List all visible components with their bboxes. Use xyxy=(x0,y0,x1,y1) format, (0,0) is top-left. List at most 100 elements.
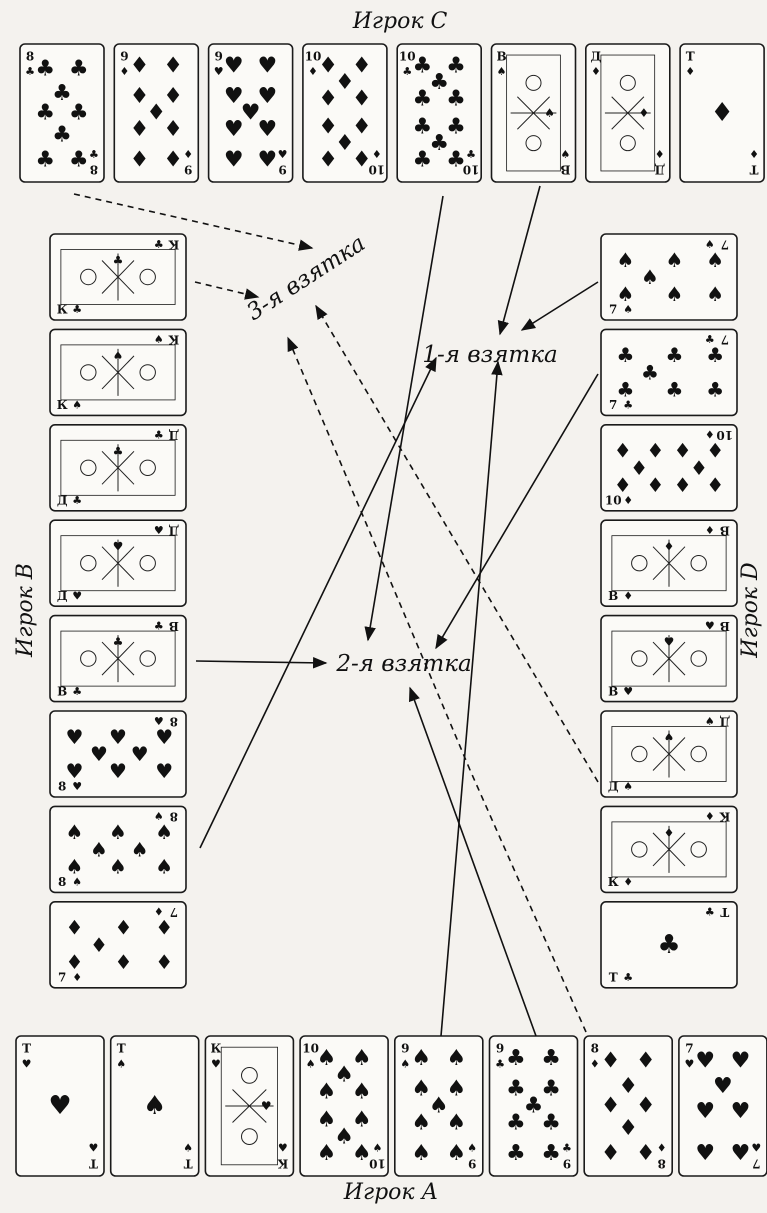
hearts-icon: ♥ xyxy=(214,65,224,78)
clubs-icon: ♣ xyxy=(52,123,72,148)
card-rank-index: 10 xyxy=(369,1156,386,1170)
card-left-2: ДД♣♣♣ xyxy=(50,425,186,511)
clubs-icon: ♣ xyxy=(665,343,683,367)
diamonds-icon: ♦ xyxy=(646,439,664,463)
clubs-icon: ♣ xyxy=(25,65,35,78)
diamonds-icon: ♦ xyxy=(66,916,84,940)
card-left-5: 88♥♥♥♥♥♥♥♥♥♥ xyxy=(50,711,186,797)
clubs-icon: ♣ xyxy=(466,148,476,161)
hearts-icon: ♥ xyxy=(695,1141,715,1166)
card-right-6: КК♦♦♦ xyxy=(601,806,737,892)
clubs-icon: ♣ xyxy=(562,1142,572,1155)
diamonds-icon: ♦ xyxy=(155,950,173,974)
diamonds-icon: ♦ xyxy=(664,540,675,554)
hearts-icon: ♥ xyxy=(113,540,124,554)
diamonds-icon: ♦ xyxy=(614,439,632,463)
clubs-icon: ♣ xyxy=(446,147,466,172)
hearts-icon: ♥ xyxy=(258,54,278,79)
clubs-icon: ♣ xyxy=(657,930,680,960)
card-bottom-7: 77♥♥♥♥♥♥♥♥♥ xyxy=(679,1036,767,1176)
diamonds-icon: ♦ xyxy=(630,456,648,480)
hearts-icon: ♥ xyxy=(258,147,278,172)
hearts-icon: ♥ xyxy=(90,742,108,766)
card-rank-index: 9 xyxy=(468,1156,476,1170)
spades-icon: ♠ xyxy=(72,399,82,412)
spades-icon: ♠ xyxy=(617,282,635,306)
diamonds-icon: ♦ xyxy=(685,65,695,78)
hearts-icon: ♥ xyxy=(695,1049,715,1074)
clubs-icon: ♣ xyxy=(617,343,635,367)
card-rank-index: Т xyxy=(117,1042,126,1056)
card-top-4: 1010♣♣♣♣♣♣♣♣♣♣♣♣ xyxy=(397,44,481,182)
spades-icon: ♠ xyxy=(109,855,127,879)
diamonds-icon: ♦ xyxy=(114,950,132,974)
hearts-icon: ♥ xyxy=(66,725,84,749)
hearts-icon: ♥ xyxy=(72,589,82,602)
clubs-icon: ♣ xyxy=(113,253,124,267)
card-bottom-4: 99♠♠♠♠♠♠♠♠♠♠♠ xyxy=(395,1036,483,1176)
diamonds-icon: ♦ xyxy=(706,439,724,463)
hearts-icon: ♥ xyxy=(685,1058,695,1071)
diamonds-icon: ♦ xyxy=(705,810,715,823)
arrow-trick1-from-a xyxy=(441,362,498,1036)
clubs-icon: ♣ xyxy=(706,378,724,402)
diamonds-icon: ♦ xyxy=(706,473,724,497)
clubs-icon: ♣ xyxy=(706,343,724,367)
card-bottom-1: ТТ♠♠♠ xyxy=(111,1036,199,1176)
spades-icon: ♠ xyxy=(400,1058,410,1071)
diamonds-icon: ♦ xyxy=(655,148,665,161)
clubs-icon: ♣ xyxy=(641,360,659,384)
spades-icon: ♠ xyxy=(641,265,659,289)
spades-icon: ♠ xyxy=(411,1141,431,1166)
diamonds-icon: ♦ xyxy=(601,1049,621,1074)
card-rank-index: 8 xyxy=(26,49,34,63)
trick-label-first: 1-я взятка xyxy=(422,342,557,368)
diamonds-icon: ♦ xyxy=(749,148,759,161)
diamonds-icon: ♦ xyxy=(636,1094,656,1119)
spades-icon: ♠ xyxy=(447,1110,467,1135)
arrow-trick1-from-d xyxy=(522,282,598,330)
spades-icon: ♠ xyxy=(352,1141,372,1166)
clubs-icon: ♣ xyxy=(623,971,633,984)
spades-icon: ♠ xyxy=(113,349,124,363)
clubs-icon: ♣ xyxy=(506,1046,526,1071)
spades-icon: ♠ xyxy=(90,837,108,861)
diamonds-icon: ♦ xyxy=(130,147,150,172)
card-bottom-5: 99♣♣♣♣♣♣♣♣♣♣♣ xyxy=(490,1036,578,1176)
player-label-b: Игрок В xyxy=(13,563,38,658)
card-left-0: КК♣♣♣ xyxy=(50,234,186,320)
clubs-icon: ♣ xyxy=(69,147,89,172)
hearts-icon: ♥ xyxy=(66,759,84,783)
hearts-icon: ♥ xyxy=(278,1142,288,1155)
spades-icon: ♠ xyxy=(154,333,164,346)
card-right-5: ДД♠♠♠ xyxy=(601,711,737,797)
card-top-6: ДД♦♦♦ xyxy=(586,44,670,182)
clubs-icon: ♣ xyxy=(35,56,55,81)
spades-icon: ♠ xyxy=(116,1058,126,1071)
spades-icon: ♠ xyxy=(623,780,633,793)
hearts-icon: ♥ xyxy=(258,117,278,142)
card-rank-index: Т xyxy=(749,163,758,177)
clubs-icon: ♣ xyxy=(72,494,82,507)
clubs-icon: ♣ xyxy=(541,1077,561,1102)
hearts-icon: ♥ xyxy=(48,1091,71,1121)
spades-icon: ♠ xyxy=(665,282,683,306)
arrow-trick2-from-d xyxy=(436,374,598,648)
diamonds-icon: ♦ xyxy=(623,589,633,602)
hearts-icon: ♥ xyxy=(258,84,278,109)
spades-icon: ♠ xyxy=(544,106,555,120)
hearts-icon: ♥ xyxy=(89,1142,99,1155)
spades-icon: ♠ xyxy=(352,1080,372,1105)
hearts-icon: ♥ xyxy=(278,148,288,161)
card-left-6: 88♠♠♠♠♠♠♠♠♠♠ xyxy=(50,806,186,892)
player-label-d: Игрок D xyxy=(738,562,763,659)
card-rank-index: Т xyxy=(22,1042,31,1056)
card-rank-index: 9 xyxy=(496,1042,504,1056)
diamonds-icon: ♦ xyxy=(352,87,372,112)
card-bottom-0: ТТ♥♥♥ xyxy=(16,1036,104,1176)
clubs-icon: ♣ xyxy=(154,429,164,442)
clubs-icon: ♣ xyxy=(72,303,82,316)
diamonds-icon: ♦ xyxy=(614,473,632,497)
diamonds-icon: ♦ xyxy=(163,84,183,109)
diamonds-icon: ♦ xyxy=(591,65,601,78)
